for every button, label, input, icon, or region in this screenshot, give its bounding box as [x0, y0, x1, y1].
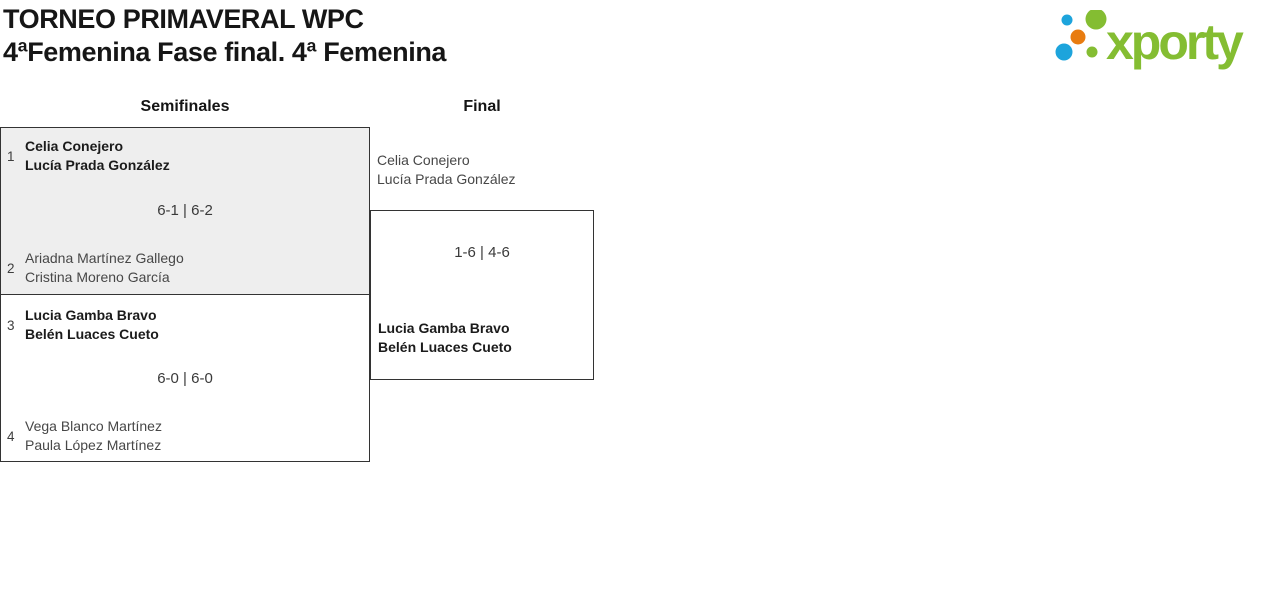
match-box-semifinal-1: 1 Celia Conejero Lucía Prada González 6-… [0, 127, 370, 295]
match-score: 6-1 | 6-2 [157, 202, 213, 219]
final-team-top: Celia Conejero Lucía Prada González [377, 151, 516, 189]
player-name: Lucia Gamba Bravo [25, 307, 157, 323]
seed-number: 2 [7, 260, 15, 276]
team-names: Vega Blanco Martínez Paula López Martíne… [25, 417, 162, 455]
team-names: Ariadna Martínez Gallego Cristina Moreno… [25, 249, 184, 287]
team-row: 1 Celia Conejero Lucía Prada González [7, 137, 170, 175]
player-name: Cristina Moreno García [25, 269, 170, 285]
xporty-dots-icon [1055, 10, 1107, 61]
team-row: Lucia Gamba Bravo Belén Luaces Cueto [378, 319, 512, 357]
team-names: Celia Conejero Lucía Prada González [25, 137, 170, 175]
player-name: Lucía Prada González [377, 171, 516, 187]
xporty-logo[interactable]: xporty [1046, 4, 1278, 74]
match-box-final: 1-6 | 4-6 Lucia Gamba Bravo Belén Luaces… [370, 210, 594, 380]
tournament-title: TORNEO PRIMAVERAL WPC [3, 4, 364, 34]
team-row: 3 Lucia Gamba Bravo Belén Luaces Cueto [7, 306, 159, 344]
match-box-semifinal-2: 3 Lucia Gamba Bravo Belén Luaces Cueto 6… [0, 294, 370, 462]
round-header-semifinals: Semifinales [140, 98, 230, 115]
player-name: Lucía Prada González [25, 157, 170, 173]
team-row: 4 Vega Blanco Martínez Paula López Martí… [7, 417, 162, 455]
seed-number: 1 [7, 148, 15, 164]
round-header-final: Final [463, 98, 501, 115]
seed-number: 3 [7, 317, 15, 333]
player-name: Belén Luaces Cueto [378, 339, 512, 355]
player-name: Paula López Martínez [25, 437, 162, 453]
team-names: Lucia Gamba Bravo Belén Luaces Cueto [378, 319, 512, 357]
tournament-subtitle: 4ªFemenina Fase final. 4ª Femenina [3, 37, 447, 67]
team-names: Lucia Gamba Bravo Belén Luaces Cueto [25, 306, 159, 344]
seed-number: 4 [7, 428, 15, 444]
player-name: Celia Conejero [25, 138, 124, 154]
player-name: Belén Luaces Cueto [25, 326, 159, 342]
player-name: Celia Conejero [377, 152, 470, 168]
xporty-logo-text: xporty [1106, 14, 1244, 70]
match-score: 6-0 | 6-0 [157, 370, 213, 387]
match-score: 1-6 | 4-6 [454, 244, 510, 261]
player-name: Lucia Gamba Bravo [378, 320, 510, 336]
player-name: Ariadna Martínez Gallego [25, 250, 184, 266]
player-name: Vega Blanco Martínez [25, 418, 162, 434]
team-row: 2 Ariadna Martínez Gallego Cristina More… [7, 249, 184, 287]
